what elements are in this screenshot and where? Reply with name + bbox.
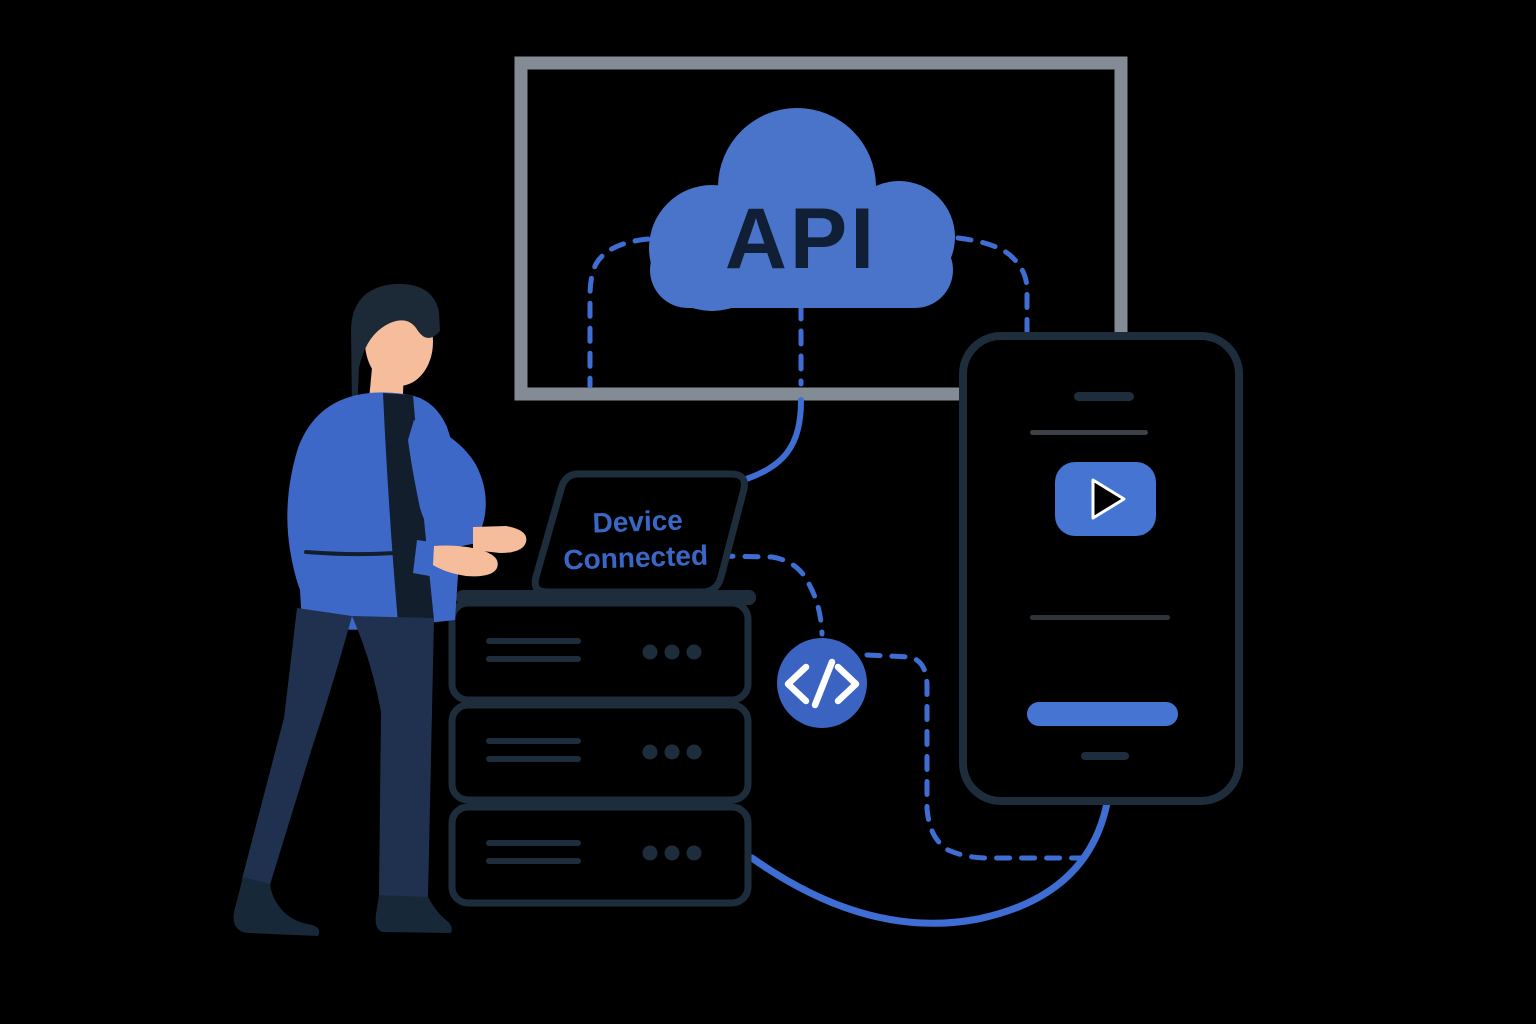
server-led-dot xyxy=(642,744,658,760)
server-led-dot xyxy=(664,744,680,760)
play-icon xyxy=(1091,478,1126,520)
api-cloud-icon: API xyxy=(649,108,955,311)
server-led-dot xyxy=(664,644,680,660)
server-led-dot xyxy=(686,845,702,861)
phone-content-line xyxy=(1030,430,1148,435)
code-icon xyxy=(784,658,860,709)
phone-home-indicator xyxy=(1081,752,1129,760)
server-unit-2 xyxy=(448,701,752,804)
server-unit-3 xyxy=(448,803,752,907)
connector-laptop-to-code-dashed xyxy=(717,553,825,637)
connector-cloud-to-laptop-line xyxy=(734,397,804,485)
person-leg-front xyxy=(352,616,434,897)
server-led-dot xyxy=(686,744,702,760)
server-led-dot xyxy=(642,845,658,861)
api-label: API xyxy=(725,191,877,287)
person-hand-lower xyxy=(433,545,498,577)
server-led-dot xyxy=(664,845,680,861)
person-cuff xyxy=(413,540,438,577)
connector-server-to-phone-line xyxy=(748,799,1111,927)
cloud-base xyxy=(650,232,953,308)
server-led-dot xyxy=(642,644,658,660)
connector-cloud-to-phone-dashed xyxy=(955,235,1030,334)
person-shoe-back xyxy=(233,877,320,936)
cloud-top-lobe xyxy=(718,108,876,266)
phone-content-line xyxy=(1030,615,1170,620)
person-shoe-front xyxy=(375,895,452,933)
phone-speaker xyxy=(1074,392,1134,401)
laptop-base xyxy=(456,590,756,605)
monitor-frame xyxy=(514,56,1128,401)
person-hand-upper xyxy=(473,526,527,553)
connector-code-to-phone-dashed xyxy=(864,652,1088,861)
person xyxy=(233,283,527,936)
jacket-hem-line xyxy=(304,548,430,557)
server-rack xyxy=(448,599,752,907)
server-unit-1 xyxy=(448,599,752,704)
person-sleeve xyxy=(408,420,486,549)
phone-action-pill xyxy=(1027,702,1178,726)
device-status-line1: Device xyxy=(592,504,683,538)
connector-cloud-left-dashed xyxy=(587,236,651,389)
code-badge xyxy=(777,638,867,728)
laptop: Device Connected xyxy=(456,470,756,605)
server-led-dot xyxy=(686,644,702,660)
person-hair xyxy=(351,283,440,412)
smartphone-frame xyxy=(959,332,1243,805)
smartphone xyxy=(959,332,1243,805)
device-status-line2: Connected xyxy=(563,539,709,575)
person-leg-back xyxy=(242,608,352,888)
